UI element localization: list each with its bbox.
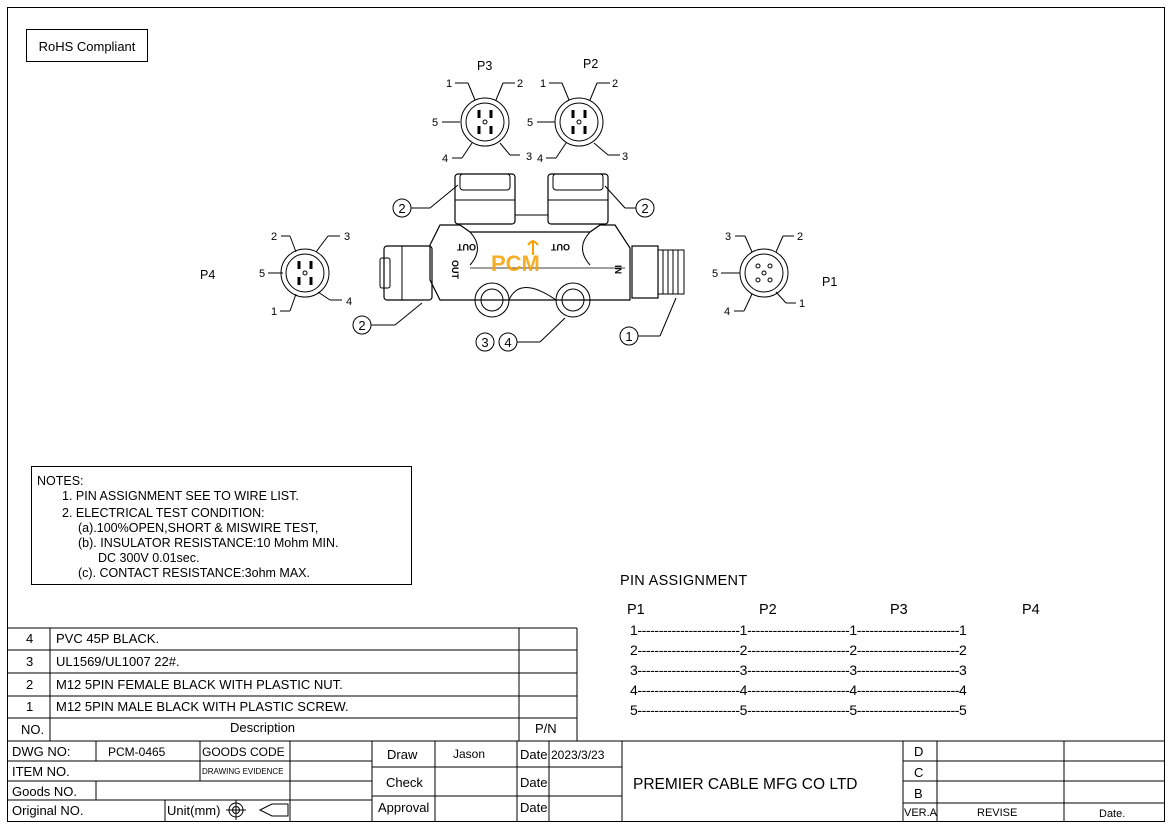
p2-pin4: 4 <box>537 153 543 165</box>
p4-pin5: 5 <box>259 268 265 280</box>
p2-label: P2 <box>583 57 598 71</box>
unit-label: Unit(mm) <box>167 803 221 818</box>
callout-2a: 2 <box>398 201 405 216</box>
p3-pin3: 3 <box>526 151 532 163</box>
bom-desc: PVC 45P BLACK. <box>56 631 160 646</box>
date-col-label: Date. <box>1099 808 1126 820</box>
p1-pin4: 4 <box>724 306 730 318</box>
date-value: 2023/3/23 <box>551 748 605 762</box>
original-no-label: Original NO. <box>12 803 84 818</box>
p4-pin4: 4 <box>346 296 352 308</box>
p3-label: P3 <box>477 59 492 73</box>
rohs-badge: RoHS Compliant <box>26 29 148 62</box>
pa-header-p1: P1 <box>627 602 645 618</box>
pa-header-p3: P3 <box>890 602 908 618</box>
note-line: 2. ELECTRICAL TEST CONDITION: <box>62 506 265 520</box>
callout-4: 4 <box>504 335 511 350</box>
callout-2b: 2 <box>641 201 648 216</box>
dwg-no-label: DWG NO: <box>12 744 71 759</box>
bom-header-no: NO. <box>21 722 45 737</box>
pa-row: 3------------------------3--------------… <box>630 662 967 678</box>
out-label-3: OUT <box>450 260 460 280</box>
out-label-2: OUT <box>551 242 571 252</box>
pa-row: 2------------------------2--------------… <box>630 642 967 658</box>
p4-pin2: 2 <box>271 231 277 243</box>
note-line: (c). CONTACT RESISTANCE:3ohm MAX. <box>78 566 310 580</box>
note-line: (a).100%OPEN,SHORT & MISWIRE TEST, <box>78 521 319 535</box>
bom-desc: M12 5PIN MALE BLACK WITH PLASTIC SCREW. <box>56 699 349 714</box>
rev-b: B <box>914 786 923 801</box>
p2-pin5: 5 <box>527 117 533 129</box>
bom-no: 4 <box>26 631 34 646</box>
pa-header-p2: P2 <box>759 602 777 618</box>
bom-header-pn: P/N <box>535 721 557 736</box>
bom-desc: UL1569/UL1007 22#. <box>56 654 180 669</box>
pa-row: 5------------------------5--------------… <box>630 702 967 718</box>
callout-1: 1 <box>625 329 632 344</box>
note-line: 1. PIN ASSIGNMENT SEE TO WIRE LIST. <box>62 489 299 503</box>
callout-2c: 2 <box>358 318 365 333</box>
bom-no: 1 <box>26 699 34 714</box>
approval-label: Approval <box>378 800 430 815</box>
draw-label: Draw <box>387 747 418 762</box>
pin-assignment-title: PIN ASSIGNMENT <box>620 573 748 589</box>
p3-pin2: 2 <box>517 78 523 90</box>
p4-label: P4 <box>200 268 215 282</box>
note-line: (b). INSULATOR RESISTANCE:10 Mohm MIN. <box>78 536 339 550</box>
p3-pin4: 4 <box>442 153 448 165</box>
goods-no-label: Goods NO. <box>12 784 78 799</box>
callout-3: 3 <box>481 335 488 350</box>
goods-code-label: GOODS CODE <box>202 745 285 759</box>
notes-title: NOTES: <box>37 474 84 488</box>
dwg-no: PCM-0465 <box>108 745 166 759</box>
date-label: Date <box>520 800 548 815</box>
pcm-logo: PCM <box>491 251 540 276</box>
bom-desc: M12 5PIN FEMALE BLACK WITH PLASTIC NUT. <box>56 677 343 692</box>
p2-pin1: 1 <box>540 78 546 90</box>
p4-pin3: 3 <box>344 231 350 243</box>
bom-no: 2 <box>26 677 34 692</box>
note-line: DC 300V 0.01sec. <box>98 551 200 565</box>
p1-label: P1 <box>822 275 837 289</box>
drawing-frame <box>7 7 1165 822</box>
pa-row: 1------------------------1--------------… <box>630 622 967 638</box>
p2-pin2: 2 <box>612 78 618 90</box>
pa-row: 4------------------------4--------------… <box>630 682 967 698</box>
out-label-1: OUT <box>457 242 477 252</box>
bom-header-description: Description <box>230 720 296 735</box>
p1-pin3: 3 <box>725 231 731 243</box>
p2-pin3: 3 <box>622 151 628 163</box>
p1-pin2: 2 <box>797 231 803 243</box>
p4-pin1: 1 <box>271 306 277 318</box>
company-name: PREMIER CABLE MFG CO LTD <box>633 776 858 793</box>
in-label: IN <box>613 265 623 274</box>
p3-pin1: 1 <box>446 78 452 90</box>
notes-box: NOTES: 1. PIN ASSIGNMENT SEE TO WIRE LIS… <box>31 466 412 585</box>
item-no-label: ITEM NO. <box>12 764 70 779</box>
p1-pin5: 5 <box>712 268 718 280</box>
p3-pin5: 5 <box>432 117 438 129</box>
bom-no: 3 <box>26 654 34 669</box>
rev-c: C <box>914 765 924 780</box>
drawing-evidence: DRAWING EVIDENCE <box>202 767 284 776</box>
pa-header-p4: P4 <box>1022 602 1040 618</box>
revise-label: REVISE <box>977 807 1018 819</box>
p1-pin1: 1 <box>799 298 805 310</box>
draw-name: Jason <box>453 747 486 761</box>
date-label: Date <box>520 747 548 762</box>
rev-d: D <box>914 744 924 759</box>
date-label: Date <box>520 775 548 790</box>
check-label: Check <box>386 775 423 790</box>
ver-label: VER.A <box>904 807 938 819</box>
